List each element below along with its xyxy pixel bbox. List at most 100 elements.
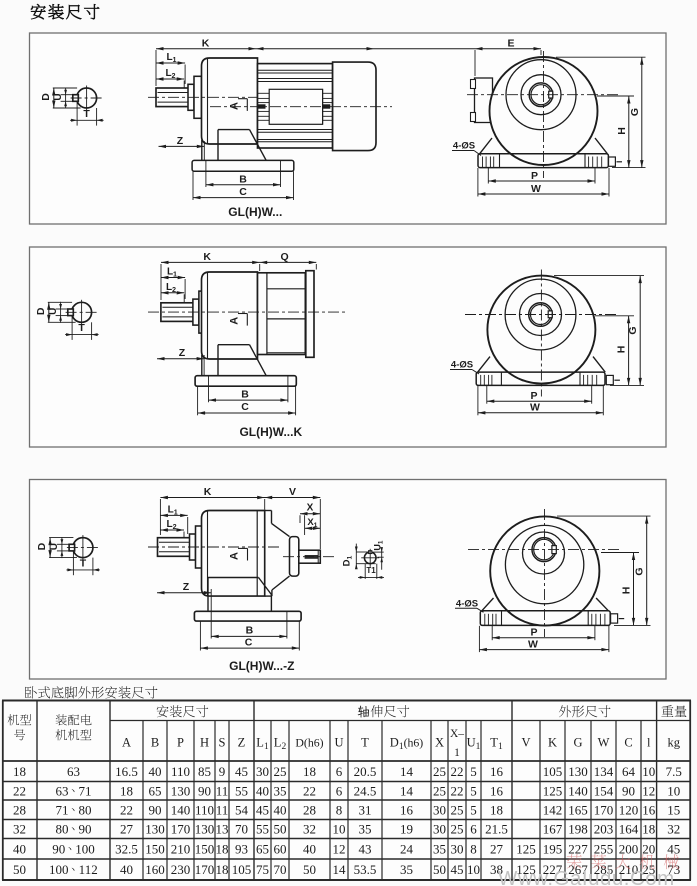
svg-text:16: 16: [490, 764, 504, 779]
svg-text:112: 112: [79, 862, 98, 877]
svg-text:X: X: [307, 503, 314, 514]
svg-text:142: 142: [543, 802, 563, 817]
svg-text:K: K: [203, 251, 211, 263]
svg-text:40: 40: [13, 841, 26, 856]
svg-text:20.5: 20.5: [354, 764, 377, 779]
svg-text:A: A: [228, 317, 240, 325]
svg-text:22: 22: [120, 802, 133, 817]
svg-text:40: 40: [120, 862, 133, 877]
svg-text:U1: U1: [373, 540, 385, 551]
svg-text:90: 90: [622, 783, 635, 798]
svg-text:16: 16: [400, 802, 414, 817]
svg-text:64: 64: [622, 764, 636, 779]
svg-text:28: 28: [303, 802, 316, 817]
svg-text:130: 130: [171, 783, 191, 798]
svg-text:160: 160: [145, 862, 165, 877]
svg-text:12: 12: [333, 841, 346, 856]
svg-text:25: 25: [451, 822, 464, 837]
svg-text:G: G: [629, 108, 641, 116]
svg-text:45: 45: [667, 841, 680, 856]
svg-text:Www.GaIudu.Com: Www.GaIudu.Com: [498, 867, 675, 886]
svg-text:H: H: [200, 736, 209, 750]
svg-text:50: 50: [13, 862, 26, 877]
svg-text:10: 10: [667, 783, 680, 798]
svg-text:125: 125: [516, 841, 536, 856]
svg-text:W: W: [530, 402, 540, 414]
svg-text:140: 140: [568, 783, 588, 798]
svg-text:W: W: [531, 183, 541, 195]
svg-text:GL(H)W...K: GL(H)W...K: [239, 425, 302, 439]
svg-text:18: 18: [120, 783, 133, 798]
svg-text:7.5: 7.5: [666, 764, 682, 779]
svg-text:T: T: [80, 557, 87, 569]
svg-text:B: B: [239, 173, 247, 185]
svg-text:22: 22: [13, 783, 26, 798]
svg-text:31: 31: [359, 802, 372, 817]
svg-text:70: 70: [235, 822, 248, 837]
svg-text:80: 80: [79, 802, 92, 817]
svg-text:6: 6: [336, 764, 343, 779]
svg-text:D1(h6): D1(h6): [390, 736, 424, 753]
svg-text:C: C: [245, 637, 253, 649]
svg-text:227: 227: [543, 862, 563, 877]
svg-text:164: 164: [619, 822, 639, 837]
svg-text:170: 170: [594, 802, 614, 817]
svg-text:20: 20: [642, 841, 655, 856]
svg-text:kg: kg: [668, 736, 681, 750]
svg-text:L1: L1: [166, 52, 176, 64]
svg-text:50: 50: [303, 862, 316, 877]
svg-text:63: 63: [67, 764, 80, 779]
svg-text:Q: Q: [281, 251, 289, 263]
svg-text:32.5: 32.5: [115, 841, 138, 856]
svg-text:154: 154: [594, 783, 614, 798]
svg-text:D: D: [40, 93, 52, 101]
svg-text:35: 35: [359, 822, 372, 837]
svg-text:B: B: [246, 625, 254, 637]
svg-text:18: 18: [13, 764, 26, 779]
svg-text:Z: Z: [179, 347, 186, 359]
svg-text:267: 267: [568, 862, 588, 877]
svg-text:10: 10: [333, 822, 346, 837]
svg-text:l: l: [647, 736, 651, 750]
svg-text:27: 27: [120, 822, 134, 837]
svg-text:9: 9: [219, 764, 226, 779]
svg-text:40: 40: [149, 764, 162, 779]
svg-text:16.5: 16.5: [115, 764, 138, 779]
svg-text:90: 90: [52, 841, 65, 856]
svg-text:14: 14: [333, 862, 347, 877]
svg-text:D: D: [36, 542, 48, 550]
svg-text:25: 25: [433, 783, 446, 798]
svg-text:60: 60: [274, 841, 287, 856]
svg-text:40: 40: [303, 841, 316, 856]
svg-text:40: 40: [274, 802, 287, 817]
svg-text:A: A: [228, 102, 240, 110]
svg-text:53.5: 53.5: [354, 862, 377, 877]
svg-text:150: 150: [195, 841, 215, 856]
svg-text:H: H: [621, 587, 633, 595]
svg-text:A: A: [122, 736, 131, 750]
svg-text:100: 100: [49, 862, 69, 877]
svg-text:24.5: 24.5: [354, 783, 377, 798]
svg-text:21.5: 21.5: [485, 822, 508, 837]
svg-text:Z: Z: [177, 135, 184, 147]
svg-text:G: G: [634, 567, 646, 575]
svg-text:40: 40: [256, 783, 269, 798]
svg-text:210: 210: [171, 841, 191, 856]
svg-text:U: U: [49, 543, 60, 550]
svg-text:10: 10: [642, 764, 655, 779]
svg-text:18: 18: [303, 764, 316, 779]
svg-text:198: 198: [568, 822, 588, 837]
svg-text:170: 170: [195, 862, 215, 877]
svg-text:X1: X1: [307, 517, 317, 529]
svg-text:4-ØS: 4-ØS: [451, 360, 473, 371]
svg-text:8: 8: [470, 841, 477, 856]
svg-text:K: K: [548, 736, 557, 750]
svg-text:30: 30: [451, 841, 464, 856]
svg-text:25: 25: [433, 764, 446, 779]
svg-text:X: X: [435, 736, 444, 750]
svg-text:75: 75: [256, 862, 269, 877]
svg-text:L2: L2: [166, 282, 176, 294]
svg-text:P: P: [530, 390, 537, 402]
svg-text:A: A: [229, 552, 241, 560]
svg-text:50: 50: [274, 822, 287, 837]
